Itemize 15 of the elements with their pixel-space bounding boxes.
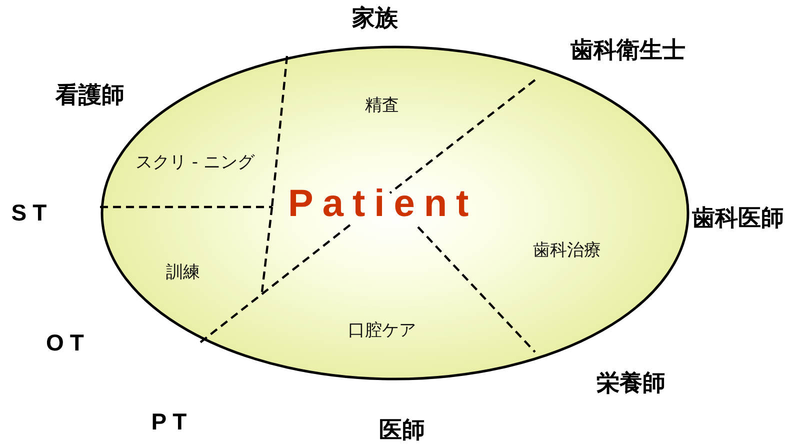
- role-label: 歯科医師: [692, 204, 784, 234]
- role-label: 看護師: [56, 82, 124, 110]
- role-label: 栄養師: [596, 370, 666, 398]
- role-label: 歯科衛生士: [570, 36, 686, 66]
- region-label: 精査: [365, 94, 399, 116]
- region-label: 訓練: [166, 262, 200, 284]
- region-label: 口腔ケア: [348, 320, 416, 342]
- region-label: スクリ - ニング: [136, 152, 254, 174]
- role-label: 家族: [352, 4, 398, 34]
- role-label: 医師: [379, 416, 425, 446]
- center-label: Patient: [288, 183, 478, 226]
- role-label: OT: [46, 330, 90, 356]
- role-label: PT: [151, 408, 193, 436]
- region-label: 歯科治療: [533, 240, 601, 262]
- role-label: ST: [11, 200, 53, 226]
